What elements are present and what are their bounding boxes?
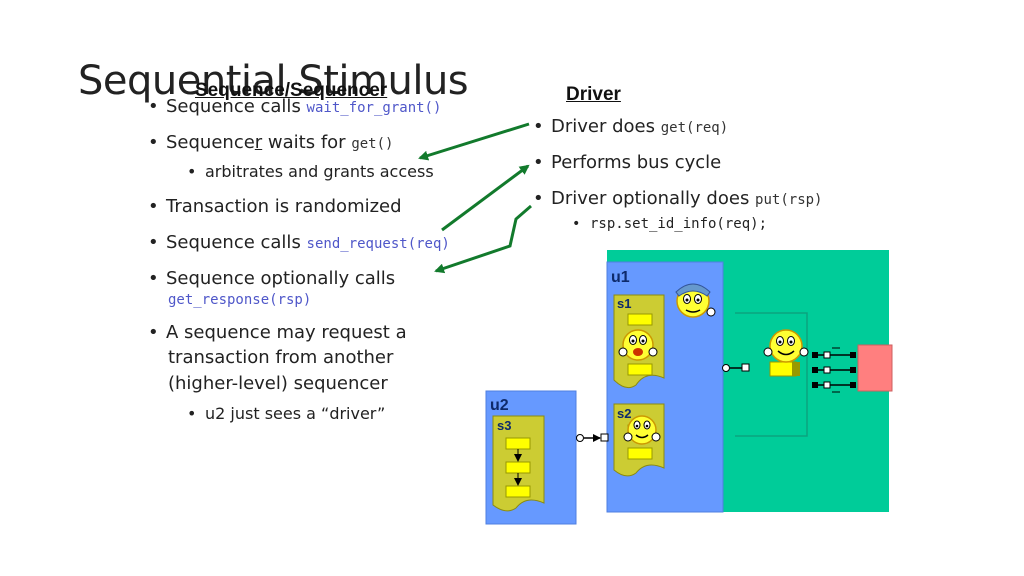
bullet-text: Performs bus cycle xyxy=(551,152,722,173)
s3-step xyxy=(505,461,531,474)
smiley-thinking-icon xyxy=(675,283,716,318)
code-wait-for-grant: wait_for_grant() xyxy=(306,100,442,116)
export-square xyxy=(600,433,609,442)
s1-step xyxy=(627,313,653,326)
bullet-dot: • xyxy=(533,116,544,137)
bullet-higher-level-line3: (higher-level) sequencer xyxy=(168,373,388,394)
bullet-dot: • xyxy=(187,404,197,423)
bullet-text: Sequence calls xyxy=(166,96,307,117)
bullet-text: arbitrates and grants access xyxy=(205,162,434,181)
arrow-randomized-to-bus xyxy=(441,164,530,232)
bullet-driver-get: • Driver does get(req) xyxy=(533,116,728,139)
driver-heading: Driver xyxy=(566,84,621,105)
bullet-get-response: • Sequence optionally calls xyxy=(148,268,395,290)
export-square xyxy=(741,363,750,372)
slide-title: Sequential Stimulus xyxy=(78,58,469,104)
bullet-dot: • xyxy=(572,216,581,232)
bullet-text: Driver optionally does xyxy=(551,188,756,209)
port-circle xyxy=(722,364,730,372)
bullet-driver-put: • Driver optionally does put(rsp) xyxy=(533,188,822,211)
port-circle xyxy=(576,434,584,442)
sequencer-heading: Sequence/Sequencer xyxy=(195,80,388,101)
bullet-dot: • xyxy=(148,196,159,217)
s2-step xyxy=(627,447,653,460)
dut-box xyxy=(857,344,893,392)
bullet-dot: • xyxy=(148,96,159,117)
driver-frame xyxy=(735,312,808,437)
bullet-bus-cycle: • Performs bus cycle xyxy=(533,152,721,174)
code-send-request: send_request(req) xyxy=(306,236,450,252)
bullet-text: waits for xyxy=(262,132,352,153)
smiley-s1-icon xyxy=(618,329,658,361)
code-get-req: get(req) xyxy=(660,120,729,136)
bullet-dot: • xyxy=(148,132,159,153)
bullet-text: Sequence calls xyxy=(166,232,307,253)
arrow-get-to-sequencer xyxy=(418,122,530,161)
bullet-text-underlined: r xyxy=(254,132,263,153)
sequence-s1-label: s1 xyxy=(617,296,632,311)
bullet-wait-for-grant: • Sequence calls wait_for_grant() xyxy=(148,96,441,119)
s1-step xyxy=(627,363,653,376)
bullet-randomized: • Transaction is randomized xyxy=(148,196,402,218)
bullet-send-request: • Sequence calls send_request(req) xyxy=(148,232,450,255)
smiley-driver-icon xyxy=(763,329,809,363)
bullet-text: Sequence xyxy=(166,132,255,153)
bullet-dot: • xyxy=(533,152,544,173)
code-set-id-info: rsp.set_id_info(req); xyxy=(590,216,768,232)
bullet-text: u2 just sees a “driver” xyxy=(205,404,386,423)
bullet-dot: • xyxy=(148,268,159,289)
s3-step xyxy=(505,437,531,450)
s3-step xyxy=(505,485,531,498)
sub-bullet-u2-driver: • u2 just sees a “driver” xyxy=(187,403,385,425)
bullet-text: Driver does xyxy=(551,116,661,137)
agent-u1-label: u1 xyxy=(611,269,630,286)
code-put-rsp: put(rsp) xyxy=(755,192,823,208)
smiley-s2-icon xyxy=(623,415,661,445)
agent-u2-label: u2 xyxy=(490,397,509,414)
bullet-dot: • xyxy=(148,322,159,343)
bullet-text: Transaction is randomized xyxy=(166,196,402,217)
sub-bullet-set-id-info: • rsp.set_id_info(req); xyxy=(572,216,767,232)
bullet-dot: • xyxy=(187,162,197,181)
sequence-s3-label: s3 xyxy=(497,418,512,433)
bullet-higher-level-line2: transaction from another xyxy=(168,347,394,368)
sequence-s2-label: s2 xyxy=(617,406,632,421)
bullet-sequencer-waits: • Sequencer waits for get() xyxy=(148,132,393,155)
bus-pins xyxy=(812,347,856,393)
bullet-dot: • xyxy=(533,188,544,209)
code-get-response: get_response(rsp) xyxy=(168,292,312,308)
arrow-put-to-response xyxy=(434,204,532,274)
sub-bullet-arbitrates: • arbitrates and grants access xyxy=(187,161,434,183)
bullet-text: A sequence may request a xyxy=(166,322,407,343)
bullet-higher-level: • A sequence may request a xyxy=(148,322,407,344)
bullet-text: Sequence optionally calls xyxy=(166,268,396,289)
driver-item-end xyxy=(792,362,800,376)
bullet-dot: • xyxy=(148,232,159,253)
code-get: get() xyxy=(351,136,394,152)
